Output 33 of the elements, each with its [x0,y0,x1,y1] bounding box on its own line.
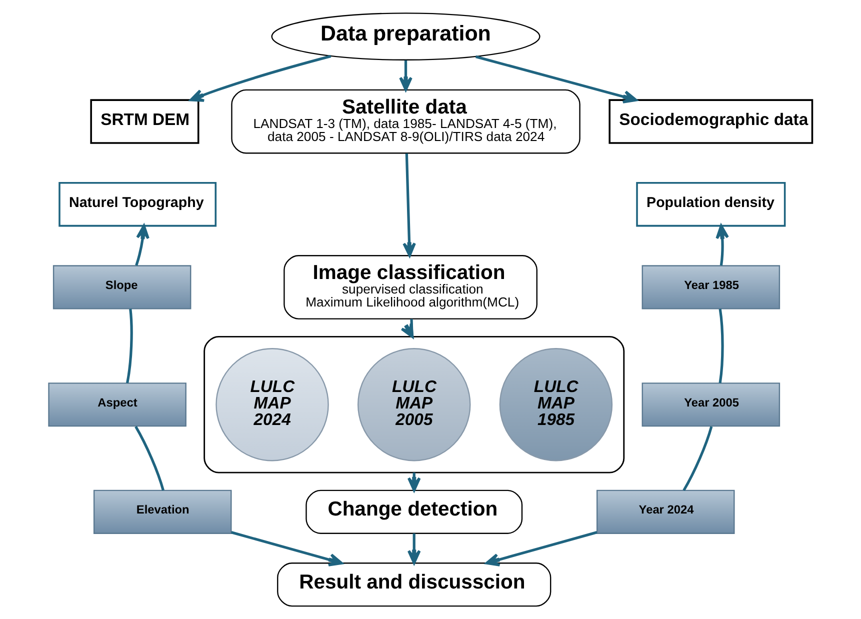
arrow [402,153,416,257]
node-circle: LULC MAP 2024 [216,348,329,462]
node-box: Result and discusscion [277,562,552,607]
node-box: Year 1985 [642,265,780,310]
connector [134,426,164,491]
connector [126,308,133,384]
arrow [400,318,414,338]
cluster [204,336,625,474]
node-box: Sociodemographic data [608,99,814,144]
node-box: Satellite data LANDSAT 1-3 (TM), data 1985- LANDSAT 4-5 (TM), data 2005 - LANDSAT 8-9(OLI)/TIRS data 2024 [231,89,580,154]
arrow [716,224,729,266]
node-circle: LULC MAP 1985 [499,348,613,462]
node-circle: LULC MAP 2005 [357,348,471,462]
arrow [399,60,412,92]
node-box: Elevation [93,490,232,534]
node-ellipse: Data preparation [271,12,540,60]
arrow [230,531,343,566]
arrow [407,533,421,564]
node-box: Slope [52,265,192,310]
node-box: Naturel Topography [58,182,217,227]
connector [718,308,724,384]
arrow [475,55,638,104]
arrow [485,531,598,566]
node-box: Population density [636,182,786,227]
node-box: Aspect [48,382,186,427]
node-box: Image classification supervised classification Maximum Likelihood algorithm(MCL) [284,255,538,320]
arrow [135,224,150,266]
arrow [190,54,332,102]
node-box: SRTM DEM [90,99,200,144]
node-box: Year 2024 [596,490,735,534]
node-box: Year 2005 [642,382,780,427]
connector [682,426,713,492]
node-box: Change detection [306,490,523,534]
